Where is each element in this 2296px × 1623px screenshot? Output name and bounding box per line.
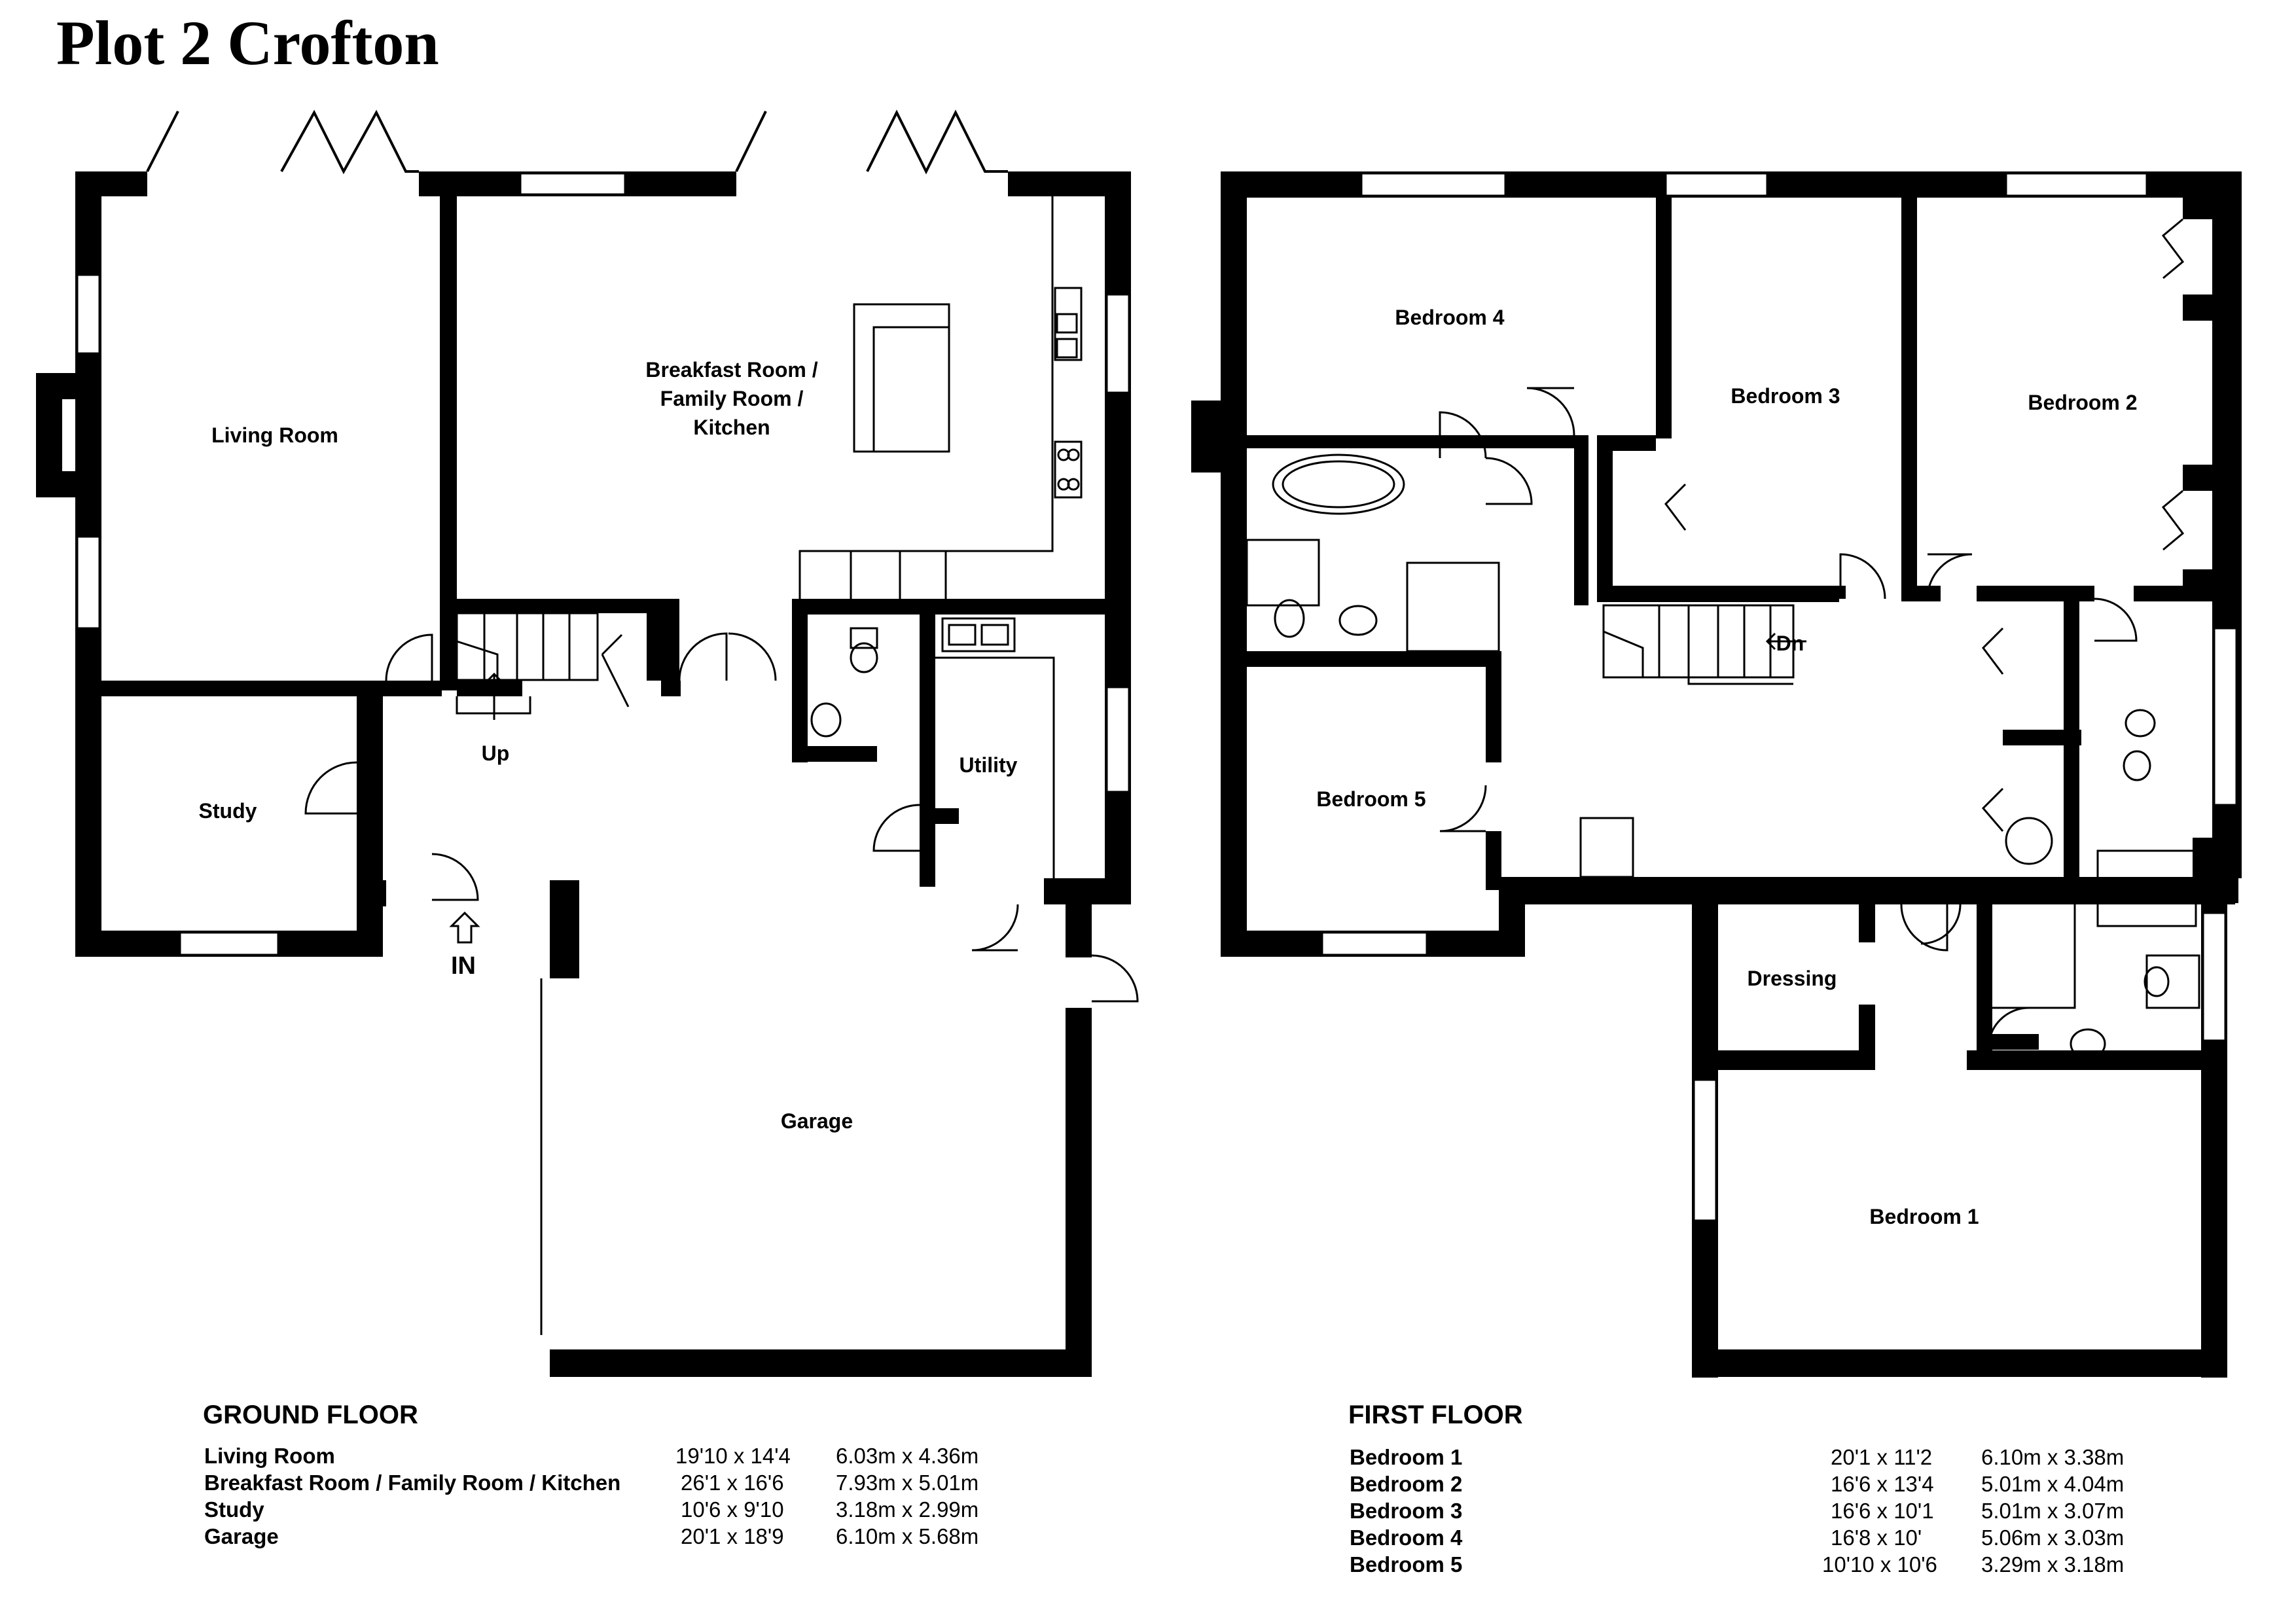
schedule-metric: 5.01m x 3.07m xyxy=(1981,1499,2125,1523)
schedule-metric: 5.01m x 4.04m xyxy=(1981,1472,2125,1496)
room-label-kitchen-line-1: Breakfast Room / xyxy=(645,358,817,382)
schedule-row: Bedroom 4 16'8 x 10' 5.06m x 3.03m xyxy=(1350,1525,2168,1552)
schedule-metric: 6.03m x 4.36m xyxy=(836,1444,979,1468)
schedule-metric: 6.10m x 5.68m xyxy=(836,1524,979,1548)
first-floor-schedule: Bedroom 1 20'1 x 11'2 6.10m x 3.38m Bedr… xyxy=(1350,1445,2168,1579)
schedule-imperial: 16'6 x 10'1 xyxy=(1831,1499,1934,1523)
schedule-room-name: Living Room xyxy=(204,1444,335,1468)
room-label-bedroom-2: Bedroom 2 xyxy=(2028,391,2137,414)
schedule-imperial: 10'6 x 9'10 xyxy=(681,1497,784,1522)
bifold-doors xyxy=(146,109,1008,175)
schedule-metric: 3.29m x 3.18m xyxy=(1981,1552,2125,1577)
entrance-arrow-icon xyxy=(449,911,480,944)
schedule-imperial: 20'1 x 18'9 xyxy=(681,1524,784,1548)
room-label-kitchen-line-3: Kitchen xyxy=(693,416,770,439)
first-floor-room-labels: Bedroom 4 Bedroom 3 Bedroom 2 Bedroom 5 … xyxy=(1316,306,2137,1228)
schedule-row: Bedroom 1 20'1 x 11'2 6.10m x 3.38m xyxy=(1350,1445,2168,1472)
stairs-down-label: Dn xyxy=(1776,632,1804,655)
room-label-study: Study xyxy=(199,799,257,823)
room-label-bedroom-4: Bedroom 4 xyxy=(1395,306,1504,329)
ground-floor-windows xyxy=(76,172,1130,956)
schedule-row: Study 10'6 x 9'10 3.18m x 2.99m xyxy=(204,1497,1022,1524)
schedule-metric: 7.93m x 5.01m xyxy=(836,1471,979,1495)
schedule-row: Bedroom 5 10'10 x 10'6 3.29m x 3.18m xyxy=(1350,1552,2168,1579)
plan-title: Plot 2 Crofton xyxy=(56,8,439,78)
room-label-living-room: Living Room xyxy=(211,423,338,447)
kitchen-units xyxy=(798,196,1083,599)
first-floor-doors xyxy=(1439,218,2185,1050)
schedule-imperial: 26'1 x 16'6 xyxy=(681,1471,784,1495)
ground-floor-fixtures xyxy=(810,617,1055,878)
first-floor-stairs xyxy=(1579,604,1806,878)
schedule-row: Bedroom 3 16'6 x 10'1 5.01m x 3.07m xyxy=(1350,1499,2168,1525)
room-label-bedroom-1: Bedroom 1 xyxy=(1869,1205,1979,1228)
stairs-up-label: Up xyxy=(482,741,510,765)
first-floor-windows xyxy=(1321,172,2238,1222)
ground-floor-room-labels: Living Room Breakfast Room / Family Room… xyxy=(199,358,1018,1133)
ground-floor-doors xyxy=(304,632,1139,1335)
schedule-room-name: Bedroom 5 xyxy=(1350,1552,1463,1577)
schedule-row: Bedroom 2 16'6 x 13'4 5.01m x 4.04m xyxy=(1350,1472,2168,1499)
schedule-imperial: 19'10 x 14'4 xyxy=(675,1444,791,1468)
schedule-room-name: Bedroom 2 xyxy=(1350,1472,1463,1496)
room-label-utility: Utility xyxy=(960,753,1018,777)
schedule-row: Living Room 19'10 x 14'4 6.03m x 4.36m xyxy=(204,1444,1022,1471)
schedule-imperial: 16'6 x 13'4 xyxy=(1831,1472,1934,1496)
schedule-metric: 6.10m x 3.38m xyxy=(1981,1445,2125,1469)
schedule-metric: 3.18m x 2.99m xyxy=(836,1497,979,1522)
first-floor-fixtures xyxy=(1246,454,2200,1060)
schedule-room-name: Breakfast Room / Family Room / Kitchen xyxy=(204,1471,621,1495)
ground-floor-heading: GROUND FLOOR xyxy=(203,1400,418,1429)
schedule-metric: 5.06m x 3.03m xyxy=(1981,1525,2125,1550)
schedule-imperial: 20'1 x 11'2 xyxy=(1831,1445,1933,1469)
schedule-row: Breakfast Room / Family Room / Kitchen 2… xyxy=(204,1471,1022,1497)
schedule-room-name: Bedroom 1 xyxy=(1350,1445,1463,1469)
room-label-dressing: Dressing xyxy=(1748,967,1837,990)
room-label-bedroom-3: Bedroom 3 xyxy=(1731,384,1840,408)
room-label-kitchen-line-2: Family Room / xyxy=(660,387,804,410)
schedule-room-name: Bedroom 4 xyxy=(1350,1525,1463,1550)
ground-floor-stairs xyxy=(456,612,599,720)
schedule-room-name: Study xyxy=(204,1497,264,1522)
schedule-row: Garage 20'1 x 18'9 6.10m x 5.68m xyxy=(204,1524,1022,1551)
schedule-imperial: 16'8 x 10' xyxy=(1831,1525,1922,1550)
schedule-room-name: Garage xyxy=(204,1524,279,1548)
room-label-garage: Garage xyxy=(781,1109,853,1133)
schedule-imperial: 10'10 x 10'6 xyxy=(1822,1552,1937,1577)
room-label-bedroom-5: Bedroom 5 xyxy=(1316,787,1426,811)
entrance-label: IN xyxy=(451,952,476,980)
schedule-room-name: Bedroom 3 xyxy=(1350,1499,1463,1523)
ground-floor-schedule: Living Room 19'10 x 14'4 6.03m x 4.36m B… xyxy=(204,1444,1022,1551)
first-floor-heading: FIRST FLOOR xyxy=(1348,1400,1523,1429)
